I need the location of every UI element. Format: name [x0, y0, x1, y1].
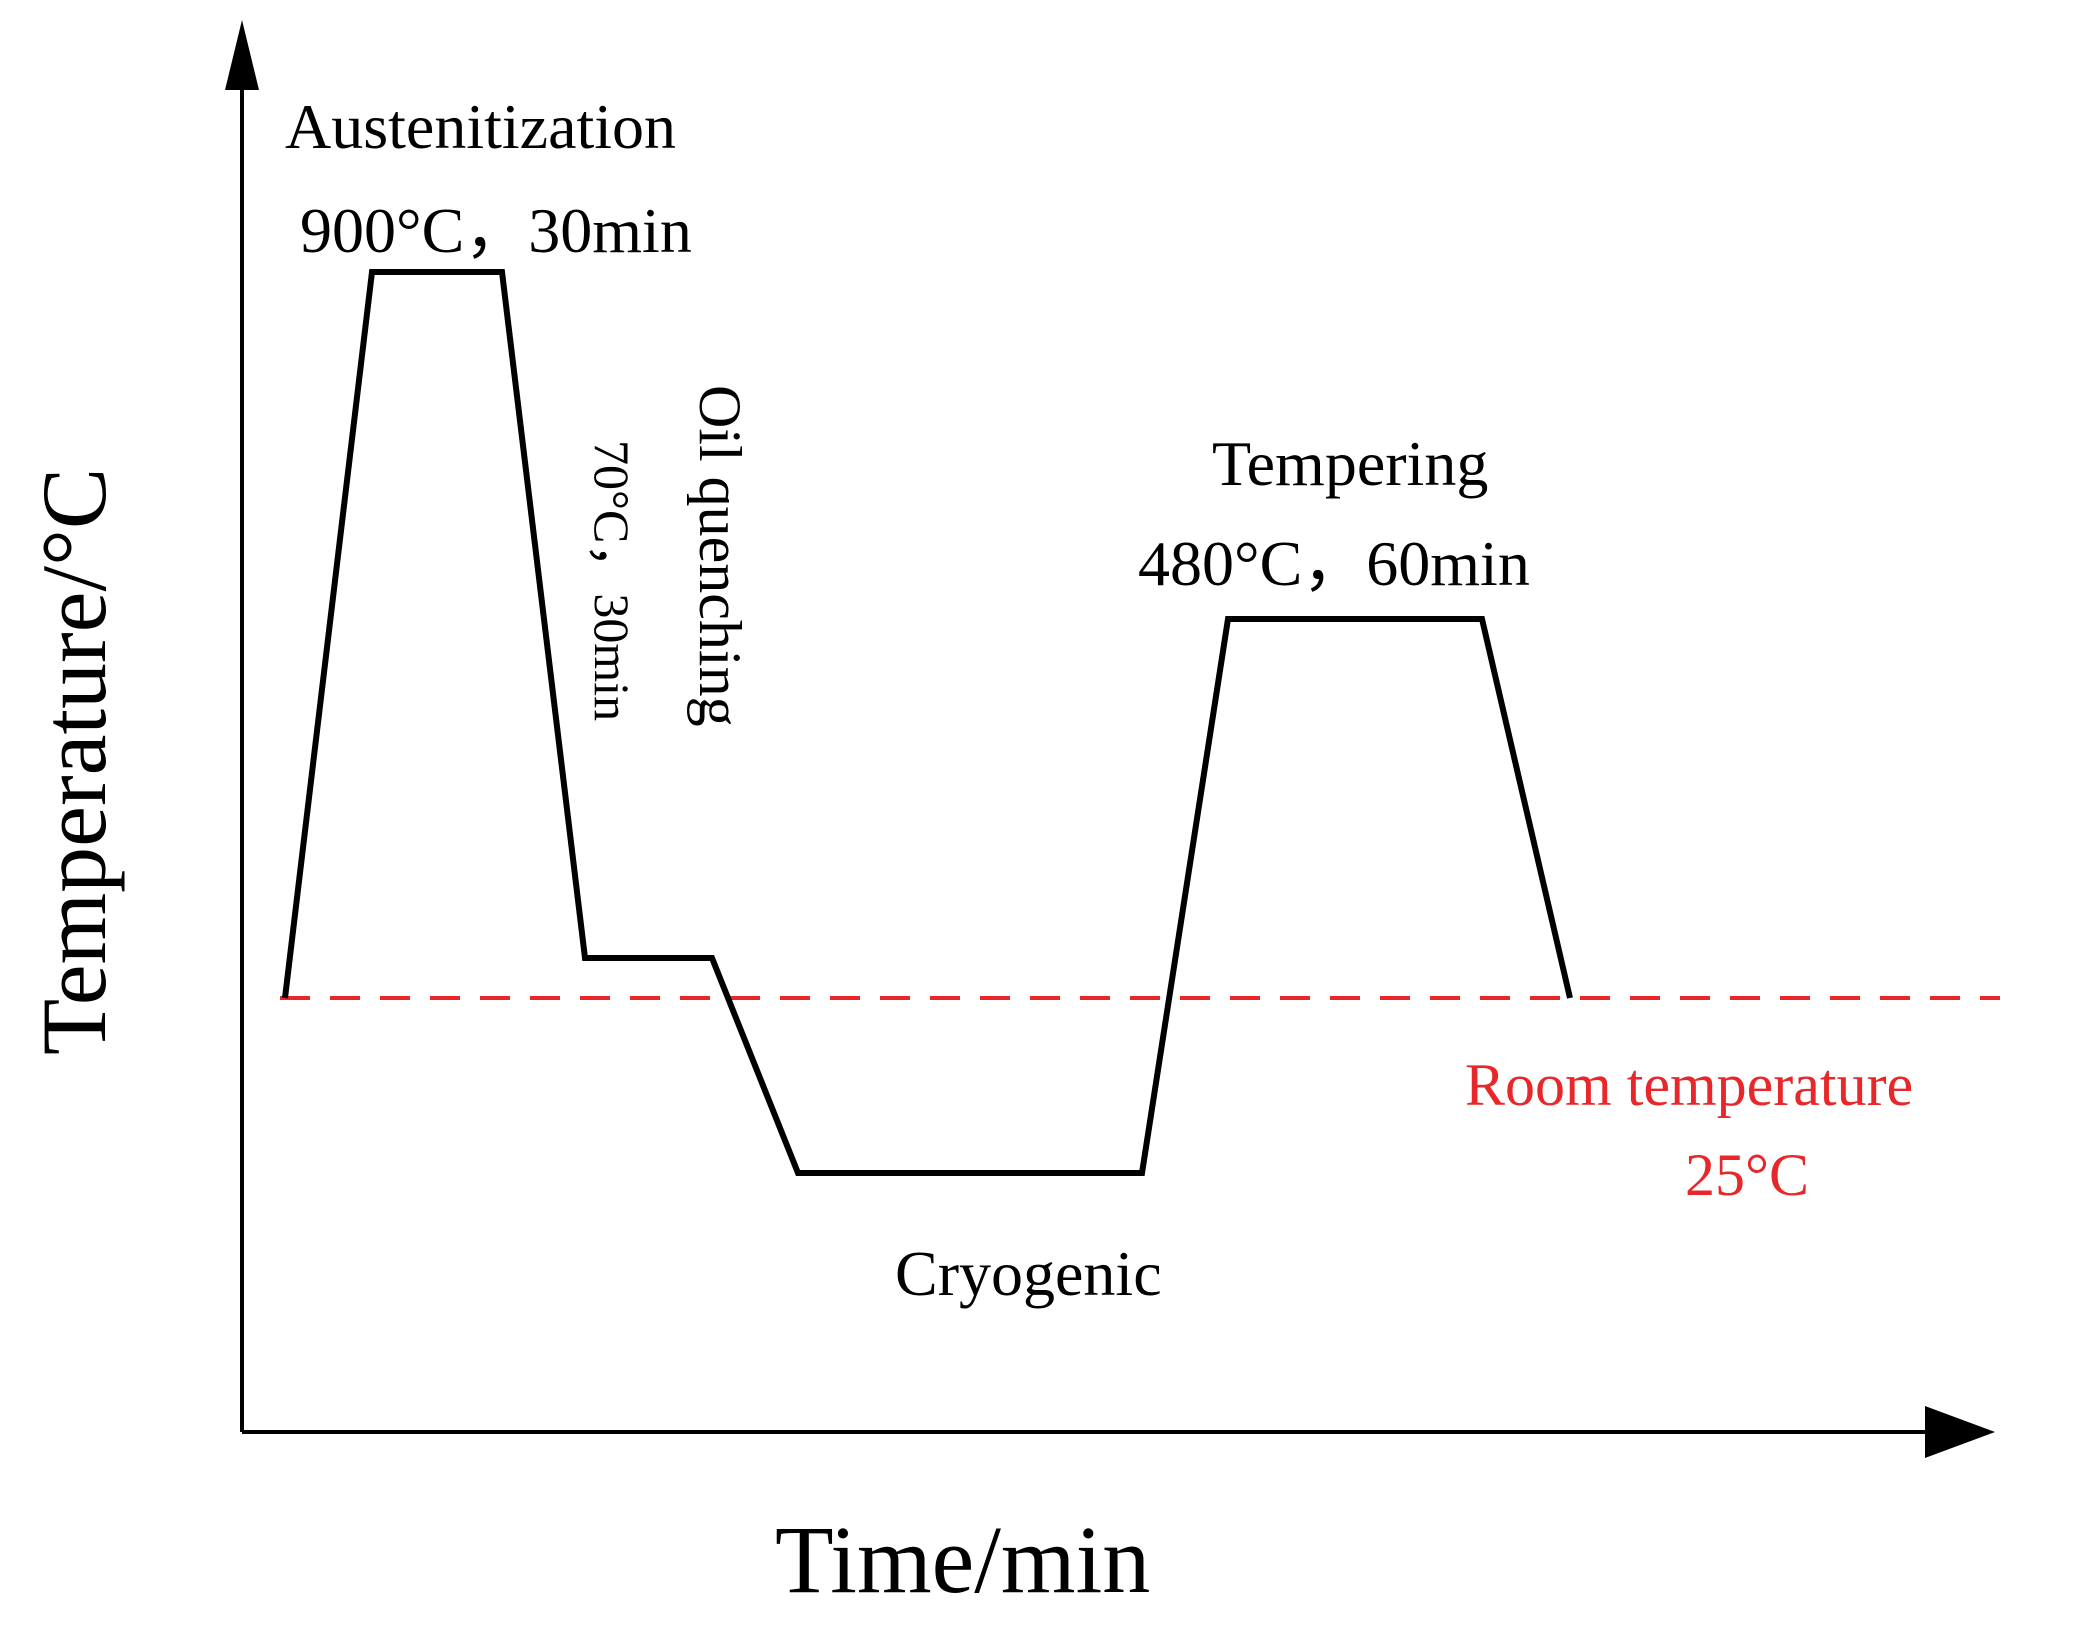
x-axis-arrow-icon	[1925, 1406, 1995, 1458]
tempering-label: Tempering	[1212, 428, 1488, 499]
temperature-profile-line	[282, 269, 1573, 1176]
tempering-params: 480°C，60min	[1138, 528, 1530, 599]
austenitization-params: 900°C，30min	[300, 195, 692, 266]
oil-quenching-label: Oil quenching	[687, 385, 753, 727]
oil-quenching-params: 70°C，30min	[584, 440, 640, 721]
y-axis-arrow-icon	[225, 20, 259, 90]
cryogenic-label: Cryogenic	[895, 1238, 1162, 1309]
x-axis-title: Time/min	[775, 1506, 1150, 1613]
room-temperature-value: 25°C	[1685, 1142, 1809, 1208]
y-axis-title: Temperature/°C	[23, 468, 125, 1055]
room-temperature-label: Room temperature	[1465, 1052, 1913, 1118]
austenitization-label: Austenitization	[285, 91, 676, 162]
